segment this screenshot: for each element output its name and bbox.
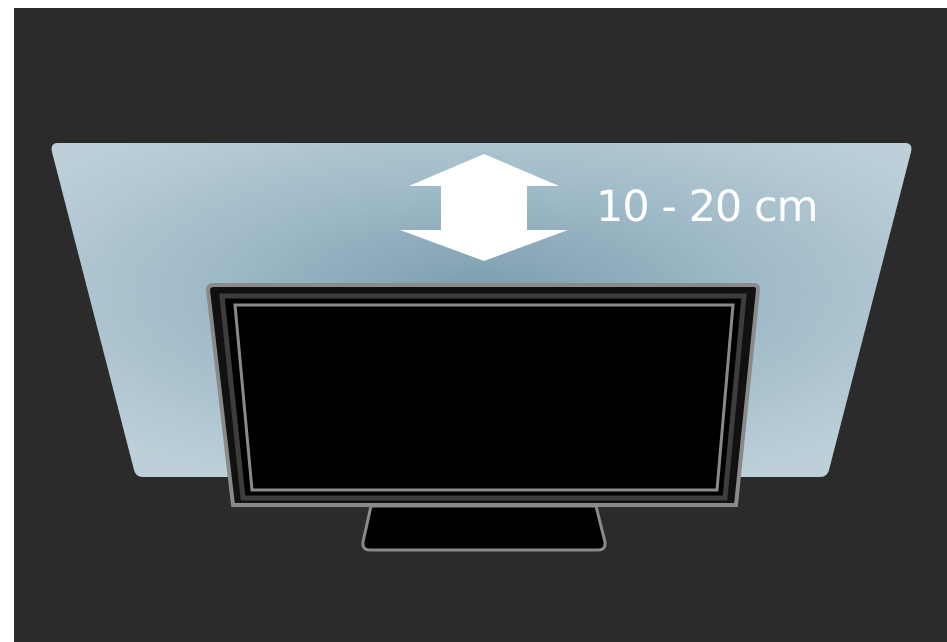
tv-stand	[363, 506, 605, 550]
distance-label: 10 - 20 cm	[596, 186, 817, 229]
tv-icon	[208, 285, 758, 505]
tv-screen	[235, 305, 733, 490]
